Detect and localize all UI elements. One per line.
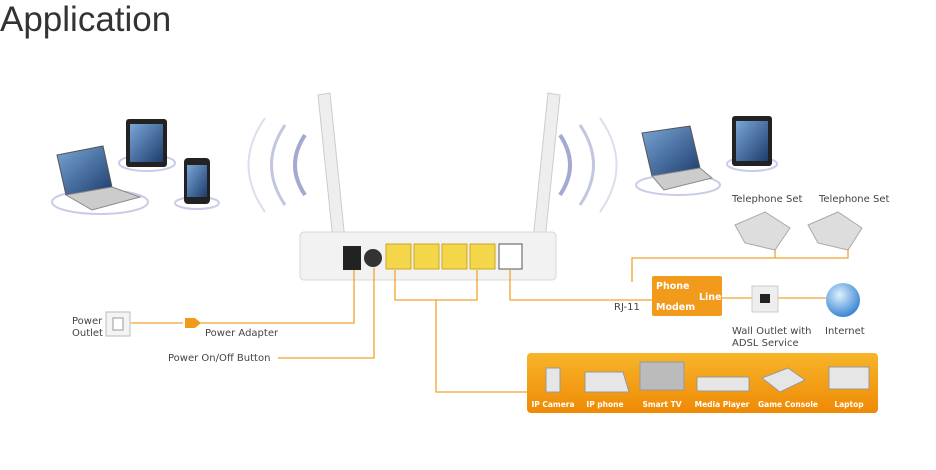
tablet-icon-left [118,119,176,172]
tablet-icon-right [726,116,778,172]
antenna-right [532,92,561,241]
power-jack [343,246,361,270]
phone-icon-left [174,158,220,210]
telephone-set-label: Telephone Set [732,194,803,205]
device-label-ip-phone: IP phone [586,400,624,409]
telephone-set-label: Telephone Set [819,194,890,205]
game-console-icon [760,367,806,393]
antenna-left [317,92,346,241]
rj11-port [498,243,523,270]
smart-tv-icon [639,361,685,391]
ip-phone-icon [584,371,630,393]
internet-globe-icon [826,283,860,317]
device-label-smart-tv: Smart TV [642,400,682,409]
rj11-label: RJ-11 [614,302,640,313]
power-outlet-label: Power Outlet [72,316,103,339]
power-button [364,249,382,267]
laptop-icon [828,366,870,390]
laptop-icon-right [635,125,721,196]
modem-phone-label: Phone [656,281,690,292]
device-label-ip-camera: IP Camera [531,400,575,409]
internet-label: Internet [825,326,865,337]
wifi-signal-right [558,117,618,213]
page-title: Application [0,0,172,39]
modem-line-label: Line [699,292,722,303]
router [299,231,557,281]
media-player-icon [696,376,750,392]
device-label-game-console: Game Console [758,400,818,409]
power-adapter-label: Power Adapter [205,328,279,339]
wall-outlet-label: Wall Outlet with ADSL Service [732,326,812,349]
power-adapter-icon [185,318,201,328]
modem-modem-label: Modem [656,302,696,313]
wifi-signal-left [247,117,307,213]
device-label-laptop: Laptop [834,400,864,409]
lan-ports [385,243,496,270]
phone-modem-box [652,276,722,316]
ip-camera-icon [545,367,561,393]
device-label-media-player: Media Player [694,400,750,409]
power-button-label: Power On/Off Button [168,353,271,364]
laptop-icon-left [51,145,149,215]
connection-lines [131,248,849,393]
telephone-icon [734,211,863,251]
